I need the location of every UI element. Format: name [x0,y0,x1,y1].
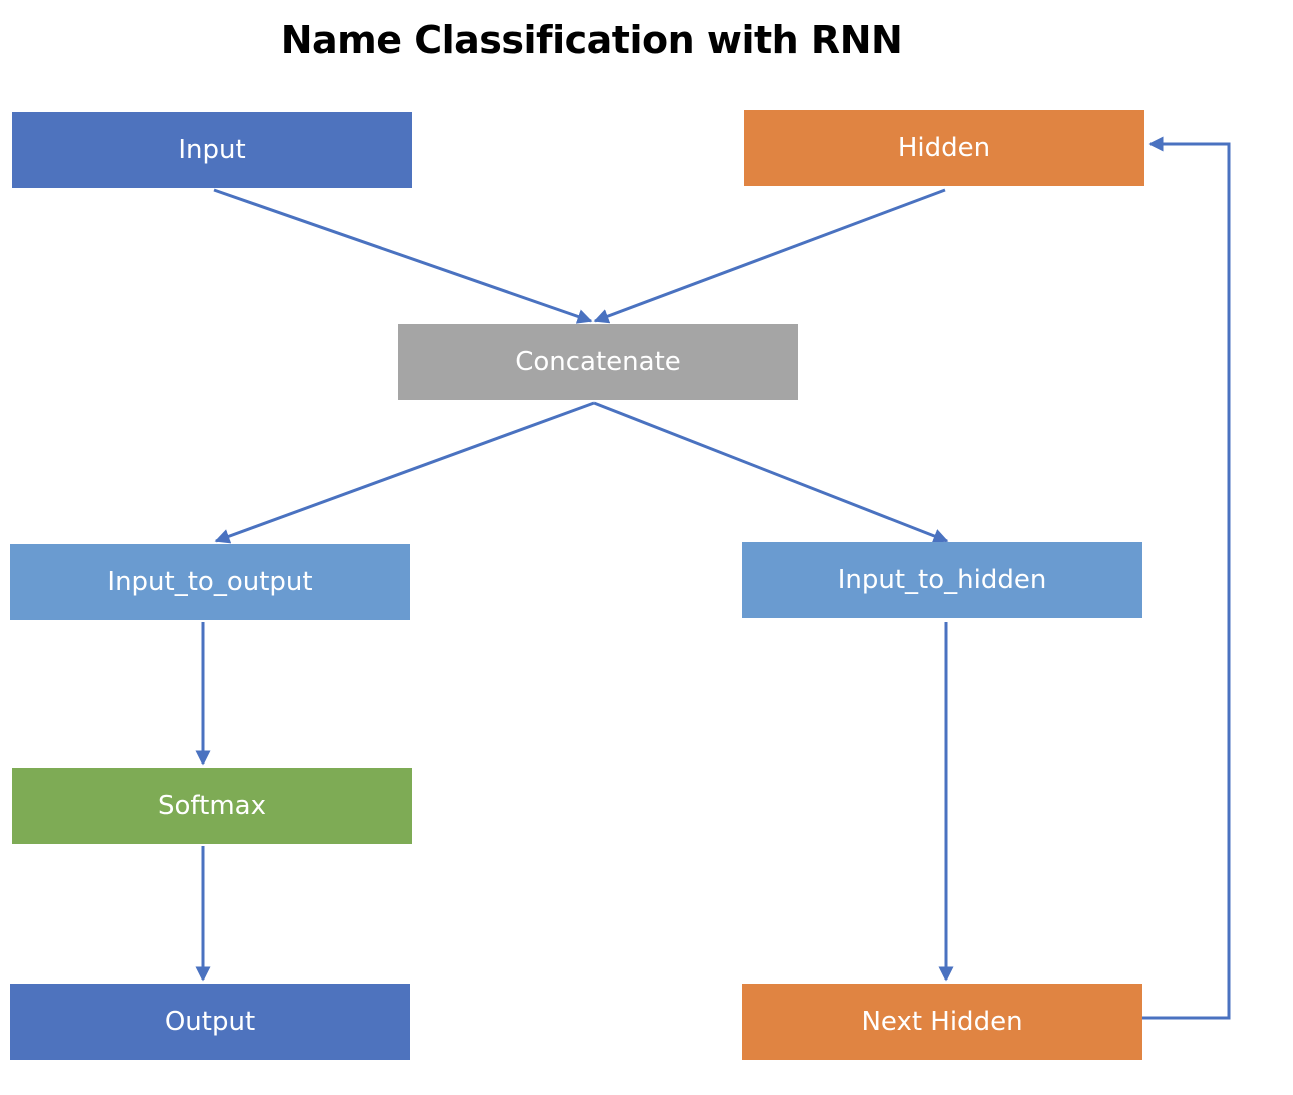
edge-input-to-concatenate [213,188,593,324]
node-softmax: Softmax [12,768,412,844]
node-output: Output [10,984,410,1060]
diagram-title: Name Classification with RNN [280,18,903,62]
node-hidden: Hidden [744,110,1144,186]
node-input-to-hidden-label: Input_to_hidden [837,565,1047,595]
node-input-to-output-label: Input_to_output [107,567,313,597]
node-input: Input [12,112,412,188]
node-concatenate-label: Concatenate [515,347,681,377]
node-input-to-hidden: Input_to_hidden [742,542,1142,618]
edge-hidden-to-concatenate [593,188,946,324]
node-concatenate: Concatenate [398,324,798,400]
edge-concatenate-to-input-to-hidden [593,401,949,544]
node-hidden-label: Hidden [897,133,991,163]
node-input-label: Input [178,135,246,165]
node-next-hidden-label: Next Hidden [861,1007,1023,1037]
node-input-to-output: Input_to_output [10,544,410,620]
node-next-hidden: Next Hidden [742,984,1142,1060]
node-output-label: Output [164,1007,256,1037]
node-softmax-label: Softmax [158,791,266,821]
edge-next-hidden-to-hidden [1141,136,1231,1020]
edge-concatenate-to-input-to-output [214,401,595,544]
